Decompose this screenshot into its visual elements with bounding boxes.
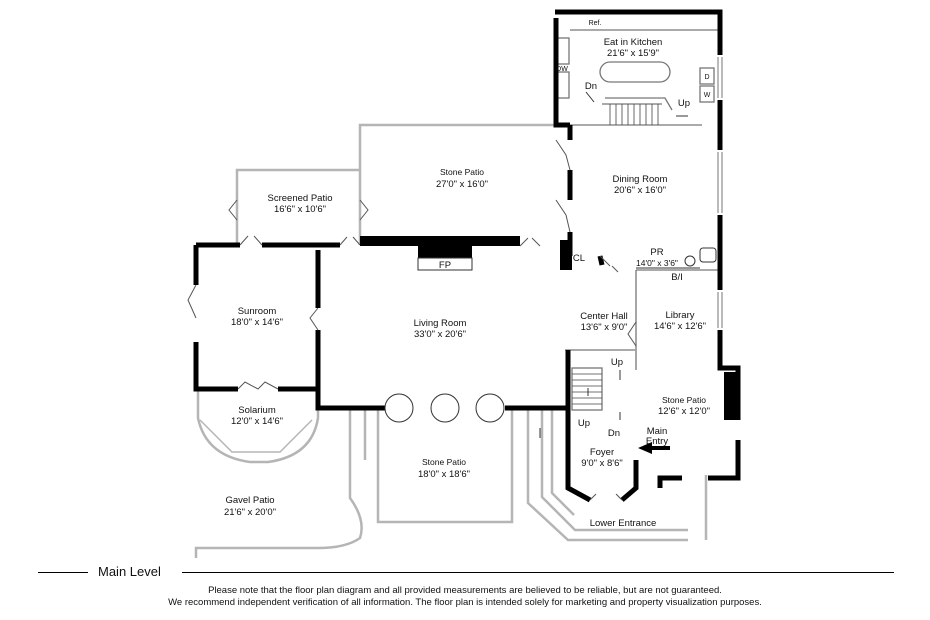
room-dims-gavel-patio: 21'6" x 20'0": [224, 507, 276, 518]
kitchen-stairs: [609, 104, 659, 125]
closet-label: CL: [573, 253, 585, 264]
room-name-screened: Screened Patio: [268, 193, 333, 204]
room-dims-kitchen: 21'6" x 15'9": [607, 48, 659, 59]
room-dims-dining: 20'6" x 16'0": [614, 185, 666, 196]
kitchen-up-label: Up: [678, 98, 690, 109]
room-name-foyer: Foyer: [590, 447, 614, 458]
room-dims-solarium: 12'0" x 14'6": [231, 416, 283, 427]
room-name-kitchen: Eat in Kitchen: [604, 37, 663, 48]
footer: Main Level Please note that the floor pl…: [0, 560, 930, 620]
room-name-living: Living Room: [414, 318, 467, 329]
thin-outlines: [194, 123, 708, 558]
kitchen-down-label: Dn: [585, 81, 597, 92]
foyer-up-label: Up: [578, 418, 590, 429]
main-entry-label-2: Entry: [646, 436, 668, 447]
foyer-down-label: Dn: [608, 428, 620, 439]
room-name-stone-patio-rear: Stone Patio: [422, 457, 466, 467]
room-dims-library: 14'6" x 12'6": [654, 321, 706, 332]
powder-fixtures: [636, 247, 717, 269]
built-in-label: B/I: [671, 272, 683, 283]
refrigerator-label: Ref.: [589, 20, 602, 27]
dryer-label: D: [704, 74, 709, 81]
lower-entrance-label: Lower Entrance: [590, 518, 657, 529]
room-name-library: Library: [665, 310, 694, 321]
room-name-stone-patio-right: Stone Patio: [662, 395, 706, 405]
disclaimer-line-2: We recommend independent verification of…: [168, 597, 762, 608]
footer-rule-left: [38, 572, 88, 573]
level-title: Main Level: [98, 564, 161, 579]
room-dims-powder: 14'0" x 3'6": [636, 258, 678, 268]
heavy-walls: [360, 236, 738, 420]
dishwasher-label: DW: [556, 66, 568, 73]
room-name-dining: Dining Room: [613, 174, 668, 185]
room-name-sunroom: Sunroom: [238, 306, 277, 317]
room-name-center-hall: Center Hall: [580, 311, 628, 322]
floor-plan: Eat in Kitchen 21'6" x 15'9" Stone Patio…: [187, 9, 741, 558]
interior-walls: [554, 29, 720, 411]
room-name-gavel-patio: Gavel Patio: [225, 495, 274, 506]
disclaimer-line-1: Please note that the floor plan diagram …: [208, 585, 722, 596]
washer-label: W: [704, 92, 711, 99]
room-name-solarium: Solarium: [238, 405, 276, 416]
footer-rule-right: [182, 572, 894, 573]
room-dims-sunroom: 18'0" x 14'6": [231, 317, 283, 328]
room-dims-living: 33'0" x 20'6": [414, 329, 466, 340]
french-doors: [384, 393, 505, 423]
room-dims-stone-patio-rear: 18'0" x 18'6": [418, 469, 470, 480]
room-dims-stone-patio-right: 12'6" x 12'0": [658, 406, 710, 417]
room-dims-foyer: 9'0" x 8'6": [581, 458, 623, 469]
room-name-stone-patio-top: Stone Patio: [440, 167, 484, 177]
room-dims-screened: 16'6" x 10'6": [274, 204, 326, 215]
hall-stairs: [572, 373, 602, 405]
door-swings: [187, 139, 637, 501]
room-dims-stone-patio-top: 27'0" x 16'0": [436, 179, 488, 190]
main-entry-arrow: [638, 442, 670, 454]
stair-arrows: [539, 91, 688, 438]
room-name-powder: PR: [650, 247, 663, 258]
hall-up-label: Up: [611, 357, 623, 368]
fireplace-label: FP: [439, 260, 451, 271]
room-dims-center-hall: 13'6" x 9'0": [581, 322, 628, 333]
windows: [717, 57, 723, 328]
main-entry-label-1: Main: [647, 426, 668, 437]
fireplace-hearth: [417, 257, 473, 271]
